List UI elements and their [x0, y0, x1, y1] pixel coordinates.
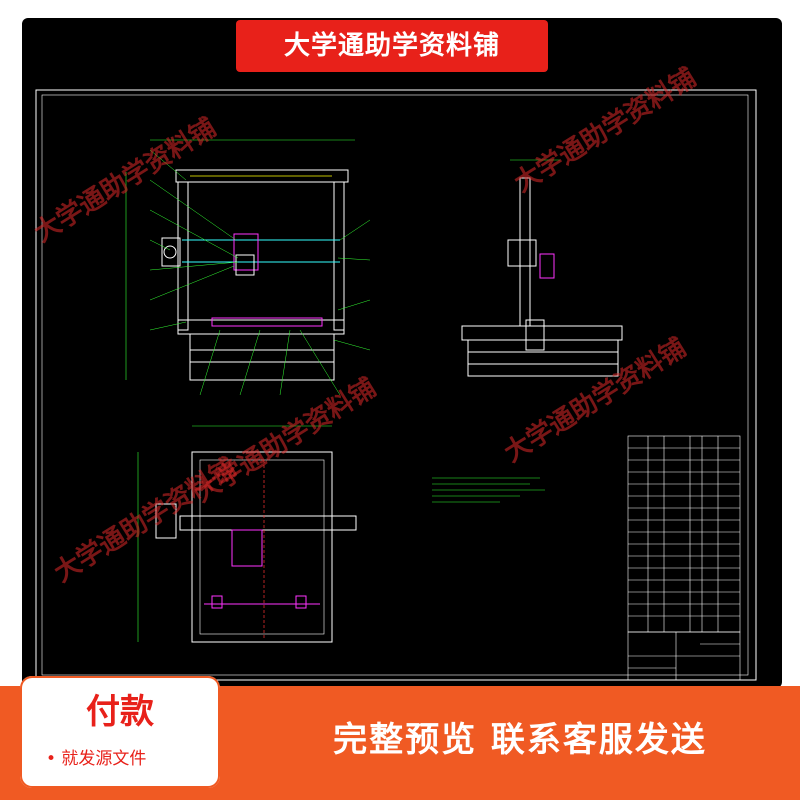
title-block [627, 631, 741, 681]
drawing-border-outer [35, 89, 757, 681]
shop-name-banner: 大学通助学资料铺 [236, 20, 548, 72]
pay-subtitle: • 就发源文件 [46, 749, 147, 769]
top-view [137, 425, 357, 643]
drawing-border-inner [41, 94, 749, 676]
pay-card[interactable]: 付款 • 就发源文件 [20, 676, 220, 788]
preview-contact-text: 完整预览 联系客服发送 [333, 720, 707, 760]
front-view [125, 139, 355, 381]
pay-title: 付款 [86, 692, 154, 732]
side-view [461, 159, 623, 377]
front-leaders [149, 149, 371, 396]
technical-notes [432, 477, 545, 503]
parts-list-table [627, 435, 741, 633]
cad-drawing-area [22, 18, 782, 688]
